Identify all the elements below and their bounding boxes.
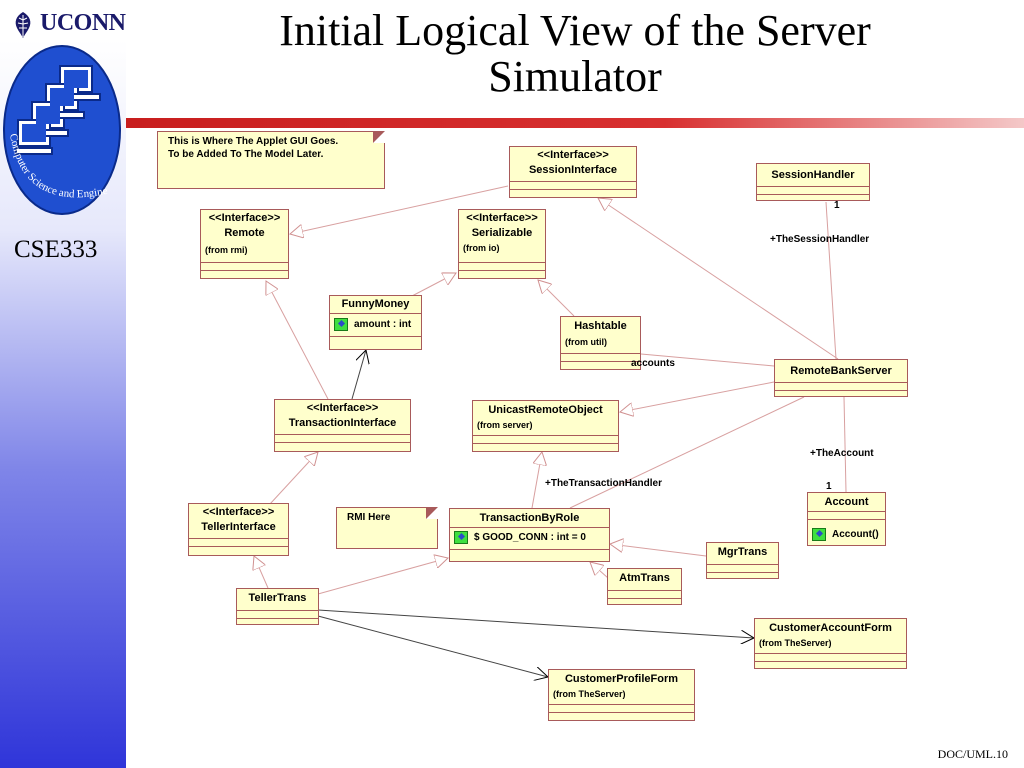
operation-icon [812, 528, 826, 541]
class-session-handler[interactable]: SessionHandler [756, 163, 870, 201]
class-name: FunnyMoney [341, 298, 410, 310]
class-name: TransactionByRole [479, 512, 580, 524]
package: (from server) [477, 420, 533, 430]
package: (from rmi) [205, 245, 248, 255]
stereotype: <<Interface>> [208, 212, 281, 224]
class-session-interface[interactable]: <<Interface>> SessionInterface [509, 146, 637, 198]
class-remote-bank-server[interactable]: RemoteBankServer [774, 359, 908, 397]
title-rule [126, 118, 1024, 128]
package: (from TheServer) [759, 638, 832, 648]
class-name: Remote [224, 227, 265, 239]
attribute-text: $ GOOD_CONN : int = 0 [474, 532, 586, 544]
remote-bank-server-extends-unicast [620, 381, 775, 412]
class-serializable[interactable]: <<Interface>> Serializable (from io) [458, 209, 546, 279]
class-name: AtmTrans [619, 572, 670, 584]
the-account-role: +TheAccount [810, 448, 874, 459]
class-transaction-by-role[interactable]: TransactionByRole $ GOOD_CONN : int = 0 [449, 508, 610, 562]
title-line-2: Simulator [488, 52, 662, 101]
remote-extends-session-interface [290, 185, 509, 234]
mgr-trans-extends-transaction-by-role [610, 544, 707, 557]
teller-trans-uses-customer-profile-form [317, 615, 548, 677]
class-name: SessionInterface [528, 164, 618, 176]
class-name: Serializable [471, 227, 533, 239]
session-multiplicity: 1 [834, 200, 840, 211]
remote-bank-server-to-hashtable [640, 353, 775, 367]
remote-bank-server-realizes-session [598, 198, 839, 360]
slide-footer: DOC/UML.10 [937, 747, 1008, 761]
operation-row: Account() [812, 528, 879, 541]
oak-leaf-icon [15, 12, 31, 38]
class-name: TellerTrans [248, 592, 307, 604]
attribute-icon [454, 531, 468, 544]
rmi-note: RMI Here [336, 507, 438, 549]
computer-network-logo-icon: Computer Science and Engineering [2, 44, 121, 215]
package: (from io) [463, 243, 500, 253]
package: (from TheServer) [553, 689, 626, 699]
teller-trans-uses-customer-account-form [317, 609, 754, 638]
class-unicast-remote-object[interactable]: UnicastRemoteObject (from server) [472, 400, 619, 452]
slide-title: Initial Logical View of the Server Simul… [126, 8, 1024, 100]
class-teller-interface[interactable]: <<Interface>> TellerInterface [188, 503, 289, 556]
sidebar: UCONN Computer Science and Engineering C… [0, 0, 126, 768]
class-name: TellerInterface [201, 521, 276, 533]
atm-trans-extends-transaction-by-role [590, 562, 609, 579]
transaction-interface-extends-remote [266, 281, 329, 400]
title-line-1: Initial Logical View of the Server [279, 6, 871, 55]
funny-money-realizes-serializable [411, 273, 456, 297]
class-remote[interactable]: <<Interface>> Remote (from rmi) [200, 209, 289, 279]
account-multiplicity: 1 [826, 481, 832, 492]
stereotype: <<Interface>> [306, 402, 379, 414]
applet-gui-note: This is Where The Applet GUI Goes. To be… [157, 131, 385, 189]
attribute-row: amount : int [334, 318, 411, 331]
class-name: Hashtable [574, 320, 627, 332]
class-customer-account-form[interactable]: CustomerAccountForm (from TheServer) [754, 618, 907, 669]
course-label: CSE333 [14, 236, 98, 263]
class-customer-profile-form[interactable]: CustomerProfileForm (from TheServer) [548, 669, 695, 721]
hashtable-realizes-serializable [538, 280, 575, 317]
class-name: CustomerProfileForm [564, 673, 679, 685]
stereotype: <<Interface>> [466, 212, 538, 224]
attribute-icon [334, 318, 348, 331]
class-atm-trans[interactable]: AtmTrans [607, 568, 682, 605]
teller-interface-extends-transaction [269, 452, 318, 505]
class-name: SessionHandler [771, 169, 855, 181]
class-hashtable[interactable]: Hashtable (from util) [560, 316, 641, 370]
transaction-by-role-extends-unicast [531, 452, 542, 509]
class-account[interactable]: Account Account() [807, 492, 886, 546]
stereotype: <<Interface>> [537, 149, 609, 161]
the-transaction-handler-role: +TheTransactionHandler [545, 478, 662, 489]
class-name: CustomerAccountForm [769, 622, 892, 634]
university-name: UCONN [40, 10, 126, 36]
the-session-handler-role: +TheSessionHandler [770, 234, 870, 245]
operation-text: Account() [832, 529, 879, 541]
stereotype: <<Interface>> [202, 506, 275, 518]
class-name: TransactionInterface [288, 417, 397, 429]
attribute-row: $ GOOD_CONN : int = 0 [454, 531, 586, 544]
attribute-text: amount : int [354, 319, 412, 331]
remote-bank-server-to-session-handler [825, 201, 837, 360]
class-teller-trans[interactable]: TellerTrans [236, 588, 319, 625]
class-name: UnicastRemoteObject [488, 404, 603, 416]
class-name: Account [824, 496, 869, 508]
teller-trans-realizes-teller-interface [254, 556, 269, 589]
class-mgr-trans[interactable]: MgrTrans [706, 542, 779, 579]
class-name: MgrTrans [717, 546, 768, 558]
teller-trans-extends-transaction-by-role [317, 558, 448, 595]
package: (from util) [565, 337, 607, 347]
transaction-interface-uses-funny-money [351, 350, 366, 400]
class-name: RemoteBankServer [790, 365, 892, 377]
uconn-logo: UCONN [4, 4, 126, 38]
remote-bank-server-to-transaction-by-role [569, 396, 805, 509]
remote-bank-server-to-account [843, 396, 847, 493]
class-funny-money[interactable]: FunnyMoney amount : int [329, 295, 422, 350]
accounts-role: accounts [631, 358, 675, 369]
class-transaction-interface[interactable]: <<Interface>> TransactionInterface [274, 399, 411, 452]
